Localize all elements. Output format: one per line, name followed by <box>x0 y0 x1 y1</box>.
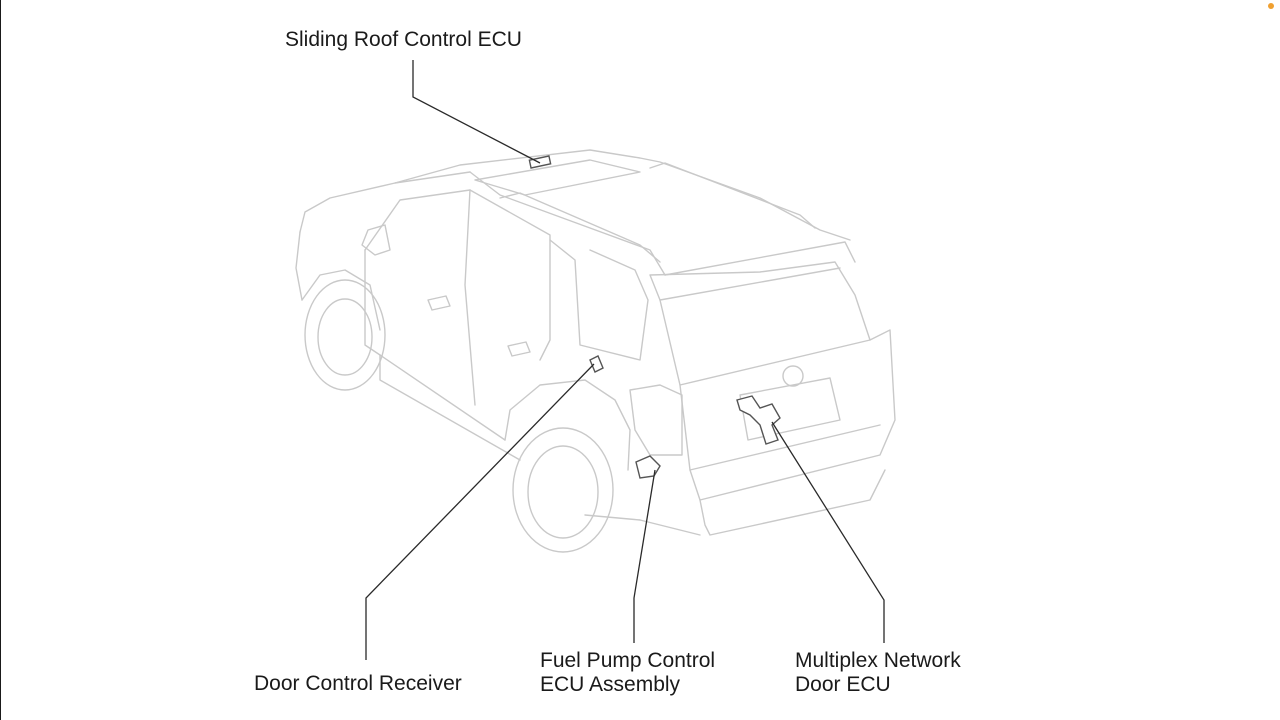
leader-sliding-roof <box>412 60 541 164</box>
leader-door-receiver <box>365 363 595 660</box>
label-line: Door ECU <box>795 673 891 696</box>
label-multiplex-network-door-ecu: Multiplex Network Door ECU <box>795 649 961 697</box>
vehicle-outline <box>295 149 896 553</box>
label-door-control-receiver: Door Control Receiver <box>254 672 462 696</box>
leader-lines <box>365 60 885 660</box>
label-sliding-roof-control-ecu: Sliding Roof Control ECU <box>285 28 522 52</box>
label-fuel-pump-control-ecu: Fuel Pump Control ECU Assembly <box>540 649 715 697</box>
multiplex-door-ecu-part <box>736 395 781 445</box>
label-line: Door Control Receiver <box>254 672 462 695</box>
label-line: Multiplex Network <box>795 649 961 672</box>
status-dot-icon <box>1268 3 1274 9</box>
sliding-roof-ecu-part <box>528 155 552 169</box>
door-control-receiver-part <box>589 355 604 373</box>
fuel-pump-ecu-part <box>635 455 661 479</box>
leader-fuel-pump <box>633 469 656 643</box>
label-line: Sliding Roof Control ECU <box>285 28 522 51</box>
component-markers <box>528 155 781 479</box>
left-border <box>0 0 1 720</box>
label-line: ECU Assembly <box>540 673 681 696</box>
label-line: Fuel Pump Control <box>540 649 716 672</box>
leader-multiplex <box>771 421 885 643</box>
